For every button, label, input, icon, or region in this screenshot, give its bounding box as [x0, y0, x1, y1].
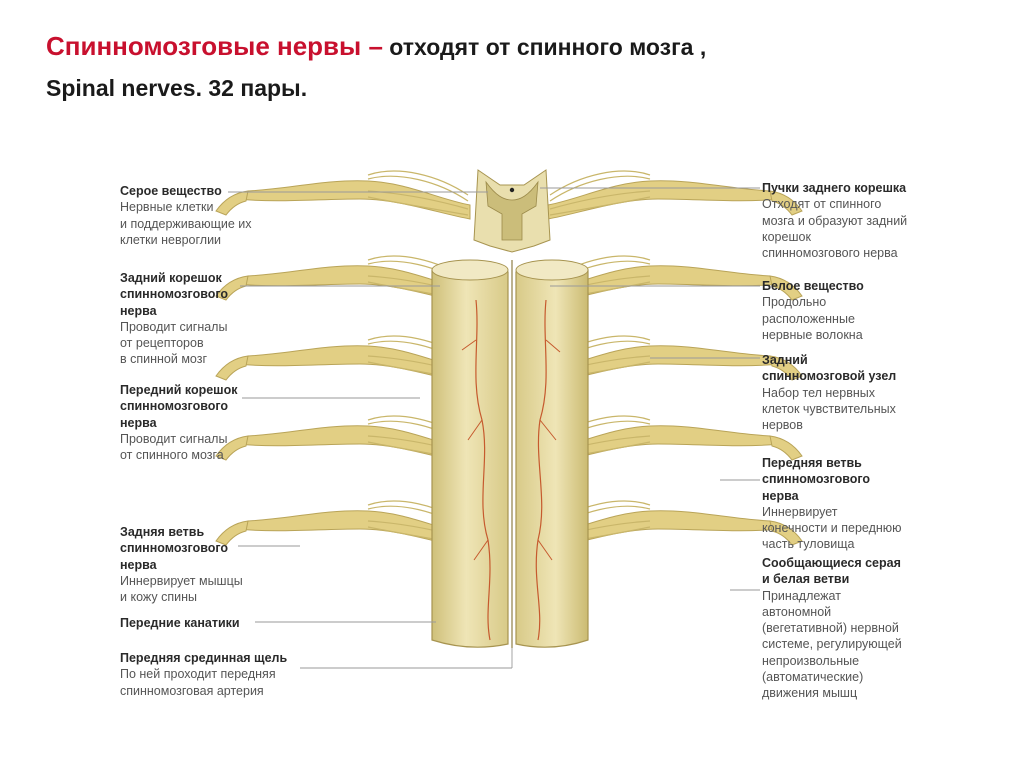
spinal-cord — [431, 169, 589, 648]
label-anterior-median-fissure: Передняя срединная щель По ней проходит … — [120, 651, 288, 698]
label-white-matter: Белое вещество Продольно расположенные н… — [762, 279, 864, 342]
label-anterior-funiculi: Передние канатики — [120, 616, 240, 630]
leader-lines — [228, 187, 760, 669]
label-dorsal-root: Задний корешок спинномозгового нерва Про… — [120, 271, 229, 367]
title-main: Спинномозговые нервы – — [46, 31, 383, 61]
label-grey-matter: Серое вещество Нервные клетки и поддержи… — [120, 184, 252, 247]
label-rootlets: Пучки заднего корешка Отходят от спинног… — [762, 181, 908, 261]
title-line2: Spinal nerves. 32 пары. — [46, 75, 308, 101]
label-rami-communicantes: Сообщающиеся серая и белая ветви Принадл… — [762, 556, 902, 701]
label-dorsal-ramus: Задняя ветвь спинномозгового нерва Иннер… — [120, 525, 243, 605]
label-dorsal-root-ganglion: Задний спинномозговой узел Набор тел нер… — [762, 353, 897, 433]
title-rest: отходят от спинного мозга , — [382, 34, 707, 60]
label-ventral-ramus: Передняя ветвь спинномозгового нерва Инн… — [762, 456, 902, 552]
slide-title: Спинномозговые нервы – отходят от спинно… — [46, 26, 986, 108]
label-ventral-root: Передний корешок спинномозгового нерва П… — [120, 383, 238, 463]
